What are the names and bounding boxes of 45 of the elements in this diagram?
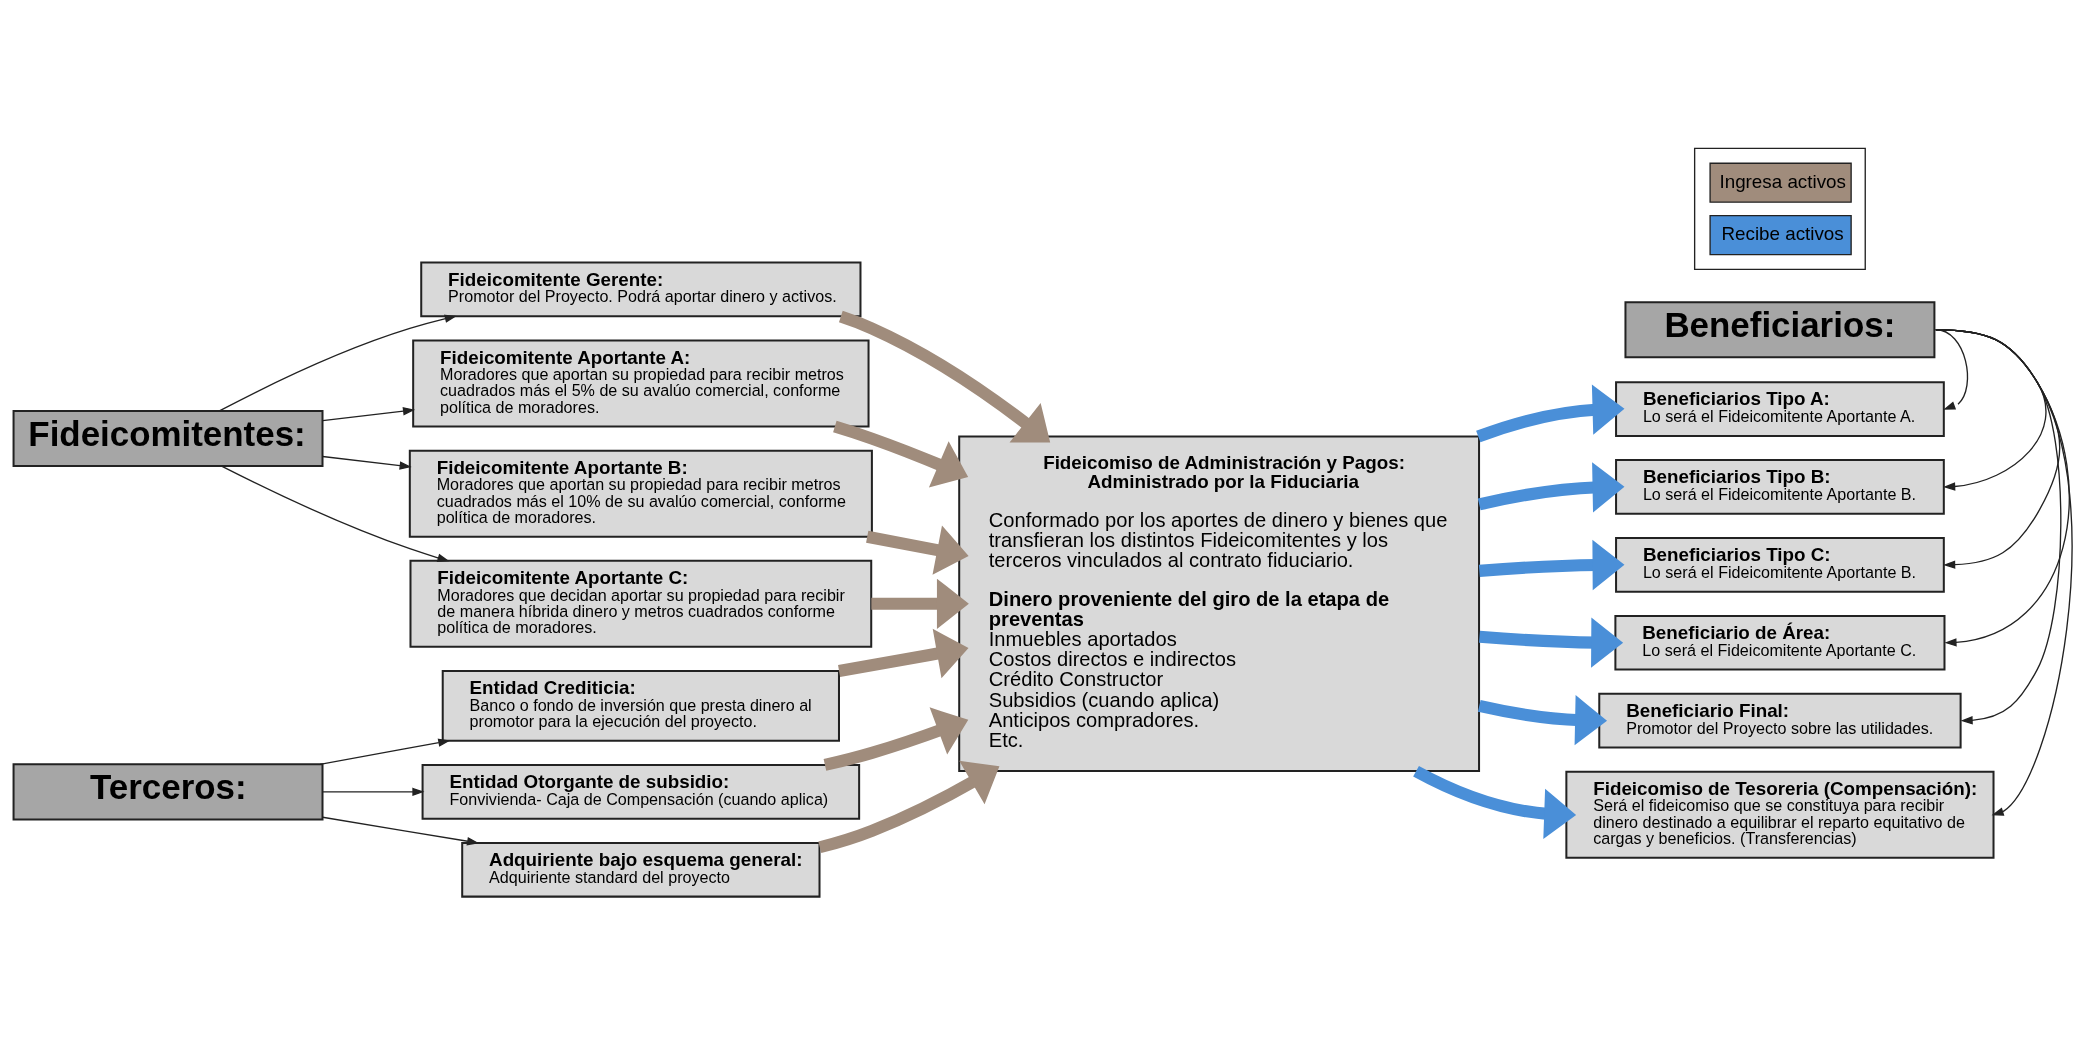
- arrow: [1935, 329, 2062, 725]
- arrow: [838, 628, 969, 679]
- arrow: [1935, 329, 2073, 816]
- arrow: [1935, 329, 2070, 647]
- node-box: Fideicomitente Aportante B: Moradores que aportan su propiedad para recibir metros cuadrados más el 10% de su avalúo comercial, conforme política de moradores.: [408, 449, 873, 538]
- arrow: [322, 407, 416, 422]
- node-box: Fideicomitentes:: [12, 410, 324, 468]
- node-box: Beneficiarios Tipo A: Lo será el Fideicomitente Aportante A.: [1615, 381, 1945, 437]
- node-box: Entidad Otorgante de subsidio: Fonvivienda- Caja de Compensación (cuando aplica): [421, 764, 861, 820]
- arrow: [838, 310, 1051, 443]
- arrow: [871, 578, 969, 629]
- node-box: Terceros:: [12, 763, 324, 821]
- arrow: [1479, 617, 1624, 668]
- arrow: [1935, 329, 1969, 410]
- arrow: [823, 707, 969, 771]
- arrow: [1413, 765, 1577, 840]
- arrow: [218, 314, 457, 412]
- arrow: [1935, 329, 2061, 569]
- arrow: [833, 420, 969, 488]
- arrow: [322, 455, 412, 470]
- node-box: Beneficiarios:: [1624, 301, 1936, 359]
- node-box: Beneficiario Final: Promotor del Proyecto sobre las utilidades.: [1598, 692, 1962, 749]
- arrow: [1476, 384, 1625, 443]
- node-box: Fideicomitente Gerente: Promotor del Proyecto. Podrá aportar dinero y activos.: [420, 261, 862, 318]
- legend-label: Ingresa activos: [1719, 170, 1846, 192]
- node-box: Fideicomitente Aportante C: Moradores que decidan aportar su propiedad para recibir de manera híbrida dinero y metros cuadrados conforme política de moradores.: [409, 559, 873, 648]
- arrow: [1478, 539, 1625, 591]
- arrow: [221, 465, 450, 562]
- node-box: Beneficiarios Tipo C: Lo será el Fideicomitente Aportante B.: [1615, 536, 1945, 593]
- arrow: [1935, 329, 2047, 491]
- node-box: Beneficiario de Área: Lo será el Fideicomitente Aportante C.: [1614, 614, 1946, 671]
- arrow: [322, 787, 425, 797]
- node-box: Fideicomitente Aportante A: Moradores que aportan su propiedad para recibir metros cuadrados más el 5% de su avalúo comercial, conforme política de moradores.: [412, 339, 870, 428]
- arrow: [1477, 462, 1625, 513]
- node-box: Beneficiarios Tipo B: Lo será el Fideicomitente Aportante B.: [1615, 459, 1945, 515]
- node-box: Fideicomiso de Administración y Pagos: Administrado por la Fiduciaria Conformado por los aportes de dinero y bienes que transfieran los distintos Fideicomitentes y los terceros vinculados al contrato fiduciario. Dinero proveniente del giro de la etapa de preventas Inmuebles aportados Costos directos e indirectos Crédito Constructor Subsidios (cuando aplica) Anticipos compradores. Etc.: [958, 435, 1481, 773]
- arrow: [866, 525, 969, 575]
- node-box: Adquiriente bajo esquema general: Adquiriente standard del proyecto: [461, 841, 821, 898]
- arrow: [322, 816, 480, 846]
- node-box: Fideicomiso de Tesoreria (Compensación): Será el fideicomiso que se constituya para recibir dinero destinado a equilibrar el reparto equitativo de cargas y beneficios. (Transferencias): [1565, 770, 1995, 859]
- node-box: Entidad Crediticia: Banco o fondo de inversión que presta dinero al promotor para la ejecución del proyecto.: [441, 669, 840, 742]
- legend-label: Recibe activos: [1721, 223, 1844, 245]
- arrow: [319, 738, 451, 765]
- arrow: [1477, 695, 1607, 746]
- arrow: [818, 760, 1000, 854]
